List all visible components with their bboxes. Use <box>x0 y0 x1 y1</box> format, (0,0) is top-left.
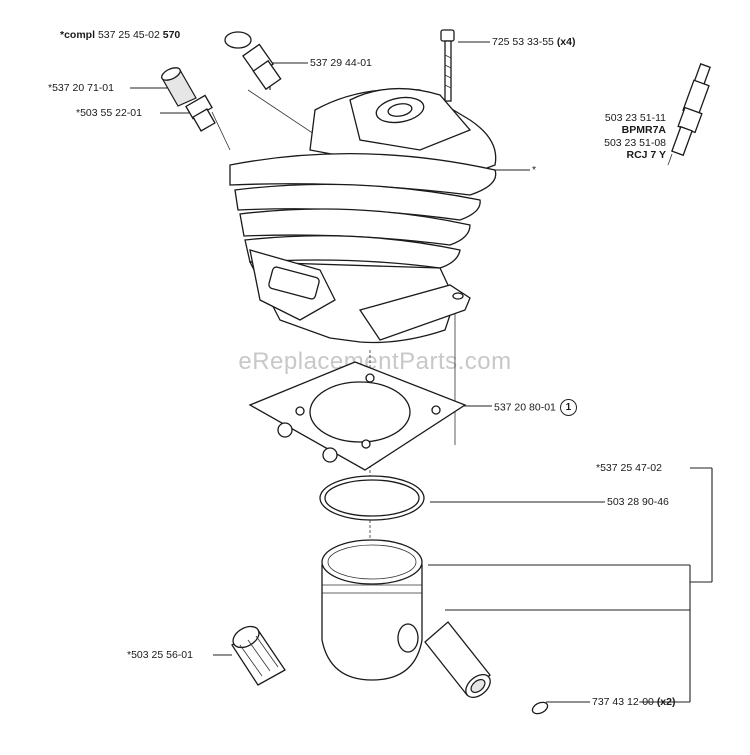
needle-bearing <box>231 625 286 686</box>
spark-plug-2-label: 503 23 51-08 <box>604 137 666 149</box>
piston <box>321 539 423 681</box>
cylinder-label: * <box>532 164 537 176</box>
decomp-valve-label: 537 29 44-01 <box>310 57 372 69</box>
circlip <box>531 701 549 715</box>
spark-plug <box>667 63 711 166</box>
reference-badge: 1 <box>559 399 577 416</box>
needle-bearing-label: *503 25 56-01 <box>127 649 193 661</box>
plug-fitting <box>185 94 216 132</box>
cylinder-base-gasket <box>248 361 467 471</box>
cylinder <box>229 87 497 344</box>
piston-pin <box>424 621 491 698</box>
assembly-label: *compl 537 25 45-02 570 <box>60 29 181 41</box>
plug-cap <box>161 67 197 107</box>
piston-kit-label: *537 25 47-02 <box>596 462 662 474</box>
spark-plug-1-label: 503 23 51-11 <box>604 112 666 124</box>
head-bolt <box>440 29 455 102</box>
plug-fitting-label: *503 55 22-01 <box>76 107 142 119</box>
spark-plug-1-type: BPMR7A <box>621 124 666 136</box>
head-bolt-label: 725 53 33-55 (x4) <box>492 36 576 48</box>
piston-ring-label: 503 28 90-46 <box>607 496 669 508</box>
piston-ring <box>319 475 425 521</box>
spark-plug-2-type: RCJ 7 Y <box>626 149 667 161</box>
decompression-valve <box>224 31 282 91</box>
plug-cap-label: *537 20 71-01 <box>48 82 114 94</box>
circlip-label: 737 43 12-00 (x2) <box>592 696 676 708</box>
